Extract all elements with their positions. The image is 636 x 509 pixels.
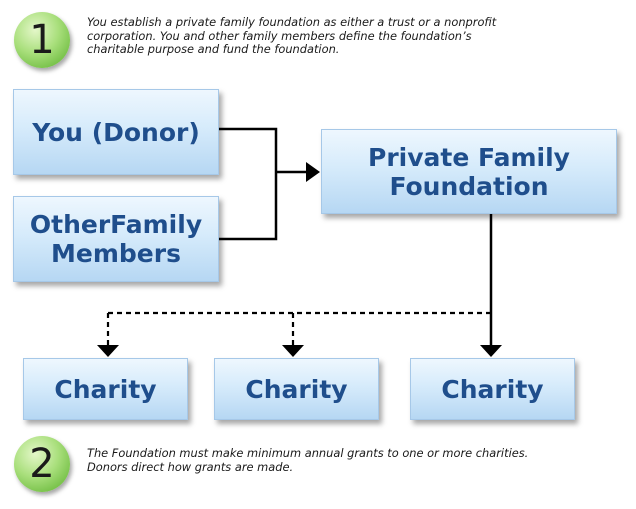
charity-1-label: Charity — [54, 374, 157, 404]
foundation-label-line-2: Foundation — [389, 171, 549, 201]
foundation-arrowhead — [306, 162, 320, 182]
step-1-line-3: charitable purpose and fund the foundati… — [87, 42, 340, 57]
step-1-badge: 1 — [14, 12, 70, 68]
foundation-box: Private Family Foundation — [321, 129, 617, 214]
step-2-badge: 2 — [14, 436, 70, 492]
charity-box-3: Charity — [410, 358, 575, 420]
step-1-number: 1 — [29, 17, 55, 63]
charity-2-arrowhead — [282, 345, 304, 357]
donor-connector — [219, 127, 278, 241]
charity-3-label: Charity — [441, 374, 544, 404]
step-1-line-2: corporation. You and other family member… — [87, 28, 472, 43]
step-1-description: You establish a private family foundatio… — [87, 15, 627, 57]
charity-box-1: Charity — [23, 358, 188, 420]
step-2-number: 2 — [29, 441, 55, 487]
donor-label: You (Donor) — [32, 117, 200, 147]
charity-box-2: Charity — [214, 358, 379, 420]
other-family-label-line-1: OtherFamily — [29, 210, 203, 239]
step-2-line-2: Donors direct how grants are made. — [87, 459, 294, 474]
step-2-line-1: The Foundation must make minimum annual … — [87, 446, 529, 460]
charity-1-arrowhead — [97, 345, 119, 357]
charity-2-label: Charity — [245, 374, 348, 404]
foundation-label-line-1: Private Family — [368, 142, 570, 172]
charity-3-arrowhead — [480, 345, 502, 357]
step-1-line-1: You establish a private family foundatio… — [87, 15, 497, 29]
other-family-box: OtherFamily Members — [13, 196, 219, 282]
step-2-description: The Foundation must make minimum annual … — [87, 446, 627, 474]
other-family-label-line-2: Members — [51, 239, 181, 268]
donor-box: You (Donor) — [13, 89, 219, 175]
